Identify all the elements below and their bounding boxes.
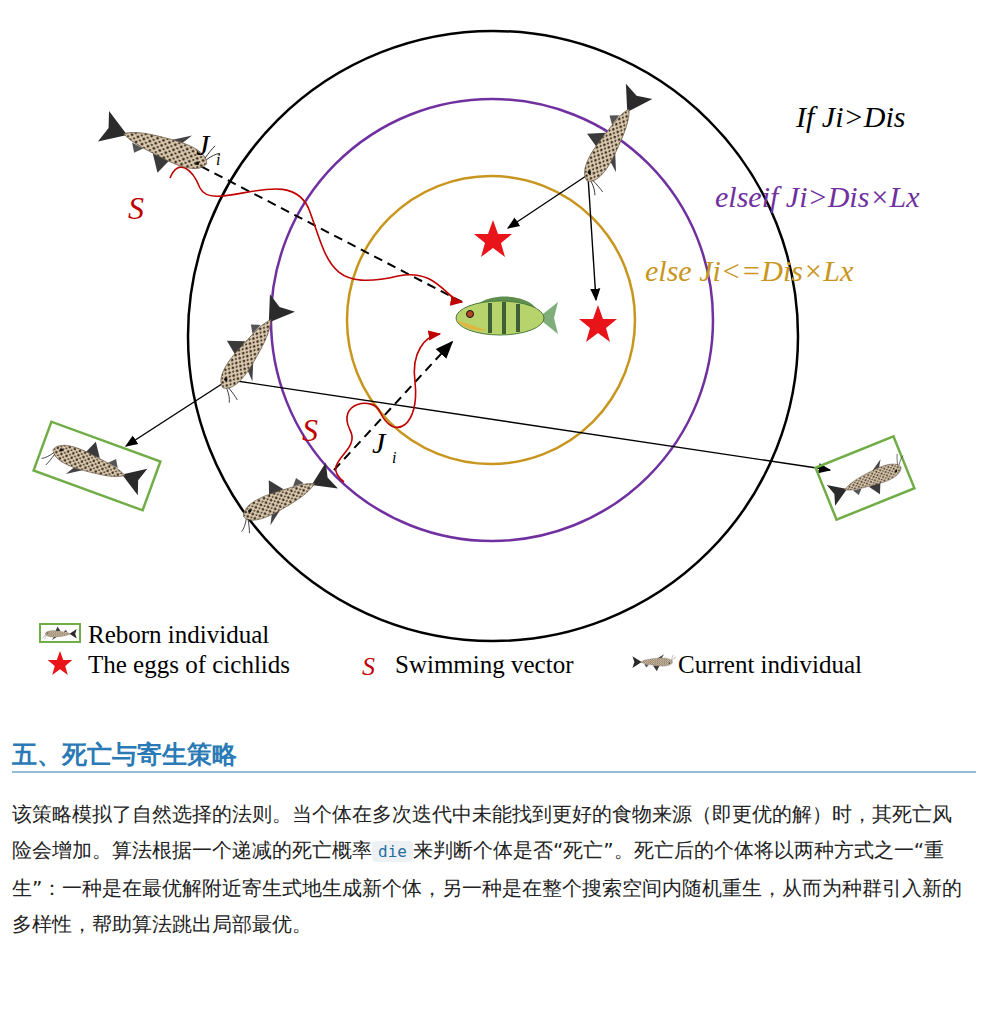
section-heading: 五、死亡与寄生策略 xyxy=(12,738,237,771)
outer-circle xyxy=(188,31,798,641)
condition-label: else Ji<=Dis×Lx xyxy=(645,256,853,286)
reborn-individual xyxy=(34,422,916,642)
paragraph: 该策略模拟了自然选择的法则。当个体在多次迭代中未能找到更好的食物来源（即更优的解… xyxy=(12,796,970,942)
inline-code: die xyxy=(372,841,413,862)
legend-catfish xyxy=(632,654,676,671)
legend-text: Reborn individual xyxy=(88,622,269,647)
swimming-label: S xyxy=(128,192,144,224)
distance-label: J xyxy=(372,428,385,458)
distance-subscript: i xyxy=(392,450,396,466)
distance-label: J xyxy=(196,130,209,160)
cichlid xyxy=(456,297,558,335)
condition-label: elseif Ji>Dis×Lx xyxy=(715,182,920,212)
legend-text: Current individual xyxy=(678,652,862,677)
swimming-vector xyxy=(170,167,462,482)
catfish xyxy=(95,79,657,537)
distance-subscript: i xyxy=(216,152,220,168)
move-arrows xyxy=(126,176,830,470)
legend-text: The eggs of cichlids xyxy=(88,652,290,677)
heading-rule xyxy=(12,772,976,773)
cichlid-eggs xyxy=(48,220,617,675)
legend-text: Swimming vector xyxy=(395,652,573,677)
legend-symbol: S xyxy=(362,654,375,680)
distance-vectors xyxy=(162,146,462,470)
condition-label: If Ji>Dis xyxy=(796,102,905,132)
middle-circle xyxy=(271,99,713,541)
swimming-label: S xyxy=(302,414,318,446)
inner-circle xyxy=(347,176,635,464)
